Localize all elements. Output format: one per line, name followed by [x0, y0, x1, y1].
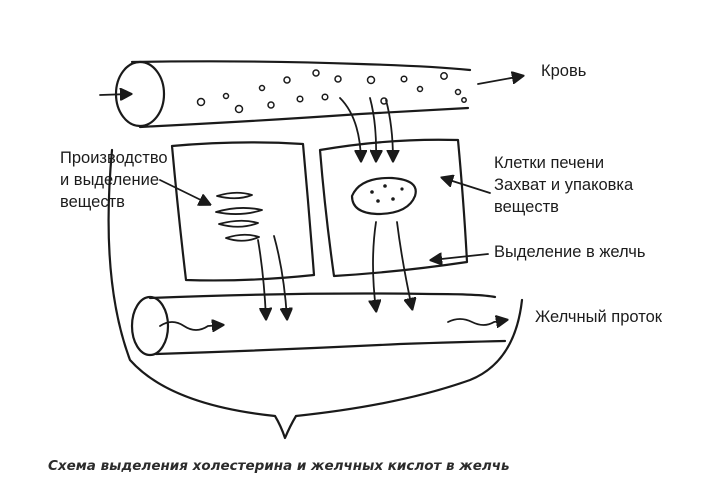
duct-flow-arrow-left [159, 322, 222, 330]
liver-cells-pointer [443, 178, 491, 194]
bile-secretion-label: Выделение в желчь [494, 243, 646, 261]
bile-duct [130, 292, 507, 357]
production-label: Производство и выделение веществ [60, 149, 168, 211]
blood-particles [196, 69, 467, 114]
liver-cell [318, 138, 469, 278]
blood-outflow-arrow [477, 76, 522, 85]
bile-secretion-pointer [432, 254, 489, 260]
bile-duct-label: Желчный проток [535, 308, 662, 326]
production-pointer [159, 179, 209, 204]
figure-caption: Схема выделения холестерина и желчных ки… [48, 458, 510, 474]
uptake-arrow-2 [369, 97, 376, 160]
uptake-arrow-3 [385, 99, 393, 160]
blood-inflow-arrow [99, 94, 130, 95]
producing-cell [170, 141, 316, 282]
blood-vessel [114, 60, 472, 129]
secretion-arrow-right-1 [373, 221, 376, 310]
uptake-arrow-1 [339, 97, 361, 160]
duct-flow-arrow-right [447, 319, 506, 325]
secretion-arrow-right-2 [396, 221, 412, 308]
vesicle [350, 176, 417, 216]
blood-label: Кровь [541, 62, 587, 80]
liver-cells-label: Клетки печени Захват и упаковка веществ [494, 154, 634, 216]
secretion-arrow-left-1 [257, 239, 266, 318]
secretion-arrow-left-2 [273, 235, 287, 318]
liver-bracket [107, 148, 524, 440]
golgi-apparatus [215, 191, 263, 242]
